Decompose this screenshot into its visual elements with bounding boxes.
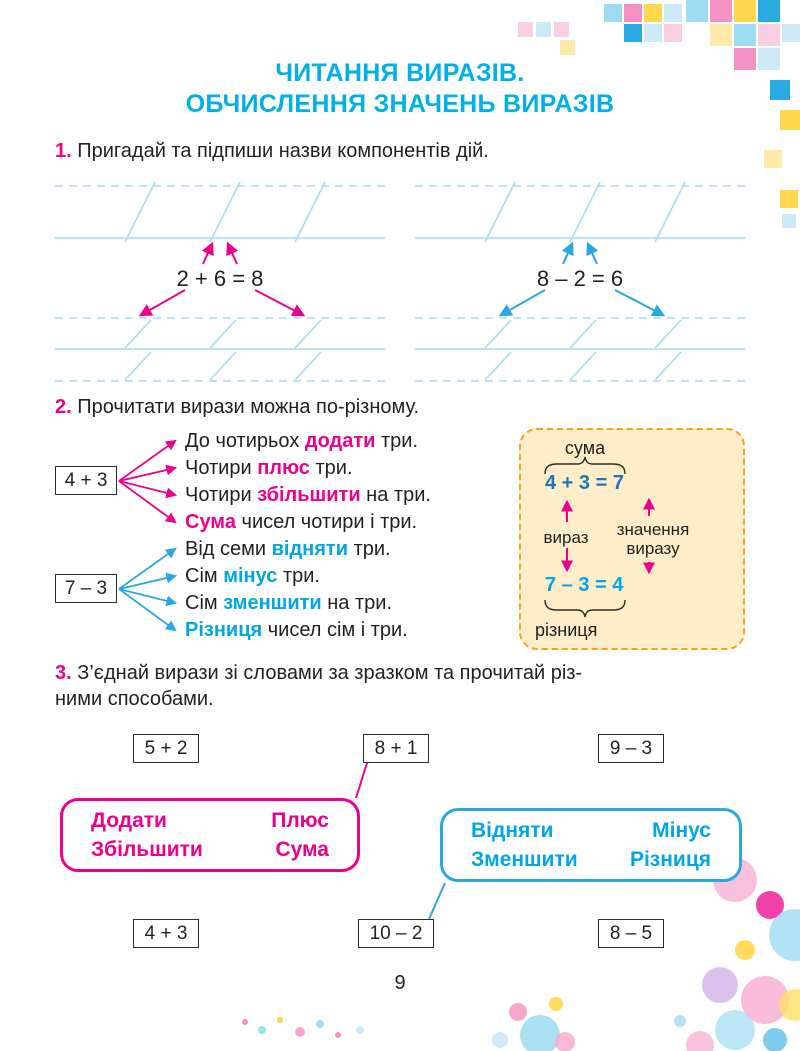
word-zbilshyty: Збільшити (91, 837, 203, 861)
addition-expression: 2 + 6 = 8 (177, 266, 264, 291)
exercise1-prompt: 1. Пригадай та підпиши назви компонентів… (55, 138, 745, 164)
keyword-riznytsia: Різниця (185, 619, 263, 641)
exercise2-prompt: 2. Прочитати вирази можна по-різному. (55, 394, 745, 420)
expression-box-8-minus-5: 8 – 5 (598, 919, 664, 948)
exercise3-matching-area: 5 + 2 8 + 1 9 – 3 Додати Плюс Збільшити Су… (55, 726, 745, 966)
word-suma: Сума (275, 837, 329, 861)
word-zmenshyty: Зменшити (471, 847, 578, 871)
cyan-connector-line (428, 882, 446, 920)
keyword-zmenshyty: зменшити (223, 592, 322, 614)
word-plus: Плюс (271, 808, 329, 832)
keyword-zbilshyty: збільшити (257, 484, 361, 506)
exercise1-number: 1. (55, 140, 72, 162)
reading-line: До чотирьох додати три. (185, 430, 419, 452)
exercise3-number: 3. (55, 662, 72, 684)
page-title-line2: ОБЧИСЛЕННЯ ЗНАЧЕНЬ ВИРАЗІВ (185, 90, 615, 118)
exercise3-prompt-line1: З’єднай вирази зі словами за зразком та … (77, 662, 583, 684)
decoration-circles-bottom-center (242, 997, 575, 1051)
match-connector-lines (355, 762, 446, 920)
reading-line: Чотири збільшити на три. (185, 484, 431, 506)
panel-arrows (561, 497, 655, 575)
word-vidnyaty: Відняти (471, 818, 554, 842)
expression-box-8-plus-1: 8 + 1 (363, 734, 429, 763)
keyword-vidnyaty: відняти (271, 538, 349, 560)
addition-words-box: Додати Плюс Збільшити Сума (60, 798, 360, 872)
expression-box-5-plus-2: 5 + 2 (133, 734, 199, 763)
reading-variants-list: До чотирьох додати три. Чотири плюс три.… (185, 428, 431, 644)
word-dodaty: Додати (91, 808, 167, 832)
decoration-squares-top-right (518, 0, 800, 228)
component-arrows-pink (138, 241, 306, 317)
fan-arrows (118, 439, 178, 632)
exercise2-prompt-text: Прочитати вирази можна по-різному. (77, 396, 420, 418)
expression-label: вираз (543, 528, 589, 547)
page-number: 9 (394, 972, 406, 994)
expression-box-4-plus-3: 4 + 3 (55, 466, 117, 495)
exercise1-writing-area: 2 + 6 = 8 (55, 176, 745, 388)
exercise1-prompt-text: Пригадай та підпиши назви компонентів ді… (77, 140, 489, 162)
exercise2-number: 2. (55, 396, 72, 418)
expression-box-4-plus-3-bottom: 4 + 3 (133, 919, 199, 948)
difference-expression: 7 – 3 = 4 (545, 574, 624, 596)
page-title: ЧИТАННЯ ВИРАЗІВ. ОБЧИСЛЕННЯ ЗНАЧЕНЬ ВИРА… (0, 58, 800, 120)
keyword-suma: Сума (185, 511, 236, 533)
sum-label: сума (564, 438, 606, 458)
difference-label: різниця (535, 620, 598, 640)
expression-box-10-minus-2: 10 – 2 (358, 919, 434, 948)
pink-connector-line (355, 762, 368, 799)
panel-braces-and-arrows (544, 456, 655, 618)
reading-line: Від семи відняти три. (185, 538, 391, 560)
expression-box-9-minus-3: 9 – 3 (598, 734, 664, 763)
keyword-plus: плюс (257, 457, 310, 479)
keyword-dodaty: додати (304, 430, 376, 452)
reading-line: Чотири плюс три. (185, 457, 353, 479)
word-minus: Мінус (652, 818, 711, 842)
reading-line: Сума чисел чотири і три. (185, 511, 418, 533)
subtraction-fan-arrows (118, 547, 178, 632)
exercise3-prompt-line2: ними способами. (55, 688, 214, 710)
addition-fan-arrows (118, 439, 178, 524)
reading-line: Сім мінус три. (185, 565, 320, 587)
handwriting-guidelines (415, 181, 745, 382)
exercise3-prompt: 3. З’єднай вирази зі словами за зразком … (55, 660, 745, 712)
reading-line: Різниця чисел сім і три. (185, 619, 408, 641)
writing-lines-subtraction: 8 – 2 = 6 (415, 181, 745, 382)
handwriting-guidelines (55, 181, 385, 382)
braces (544, 456, 626, 618)
keyword-minus: мінус (223, 565, 278, 587)
word-riznytsia: Різниця (629, 847, 711, 871)
sum-expression: 4 + 3 = 7 (545, 472, 624, 494)
reading-line: Сім зменшити на три. (185, 592, 392, 614)
exercise2-diagram: 4 + 3 7 – 3 До чотирьох додати три. Чоти… (55, 428, 745, 656)
decoration-circles-bottom-right (674, 858, 800, 1051)
subtraction-words-box: Відняти Мінус Зменшити Різниця (440, 808, 742, 882)
component-arrows-blue (498, 241, 666, 317)
subtraction-expression: 8 – 2 = 6 (537, 266, 623, 291)
expression-box-7-minus-3: 7 – 3 (55, 574, 117, 603)
writing-lines-addition: 2 + 6 = 8 (55, 181, 385, 382)
page-title-line1: ЧИТАННЯ ВИРАЗІВ. (275, 59, 525, 87)
